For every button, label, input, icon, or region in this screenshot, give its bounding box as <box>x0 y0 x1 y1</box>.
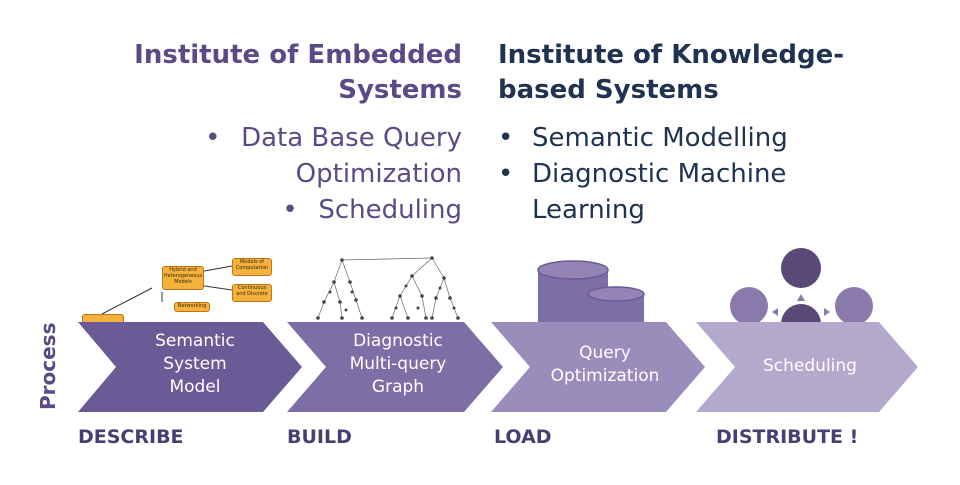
graph-nodes <box>316 256 460 320</box>
chevron-line: Model <box>169 377 221 397</box>
chevron-line: Multi-query <box>349 354 447 374</box>
bullet-dot: • <box>498 123 514 153</box>
bullet-dot: • <box>205 123 221 153</box>
arrow-left-icon <box>772 308 778 316</box>
bullet-text: Diagnostic Machine <box>532 159 787 189</box>
model-diagram-thumbnail: Hybrid and Heterogeneous Models Models o… <box>82 252 282 324</box>
arrow-up-icon <box>797 294 805 301</box>
chevron-line: Scheduling <box>763 356 857 376</box>
knowledge-systems-title-line2: based Systems <box>498 75 719 105</box>
bullet-text: Semantic Modelling <box>532 123 788 153</box>
chevron-text-semantic-model: Semantic System Model <box>120 330 270 399</box>
node-models-computation: Models of Computation <box>232 258 272 276</box>
embedded-systems-title-line1: Institute of Embedded <box>134 40 462 70</box>
node-hybrid-models: Hybrid and Heterogeneous Models <box>162 266 204 290</box>
node-networking: Networking <box>174 302 210 312</box>
bullet-continuation: Optimization <box>295 159 462 189</box>
knowledge-systems-title-line1: Institute of Knowledge- <box>498 40 845 70</box>
bullet-item-semantic-modelling: • Semantic Modelling <box>498 120 918 156</box>
stage-label-describe: DESCRIBE <box>78 426 184 448</box>
chevron-text-query-graph: Diagnostic Multi-query Graph <box>328 330 468 399</box>
bullet-text: Data Base Query <box>241 123 462 153</box>
chevron-line: Optimization <box>550 366 660 386</box>
embedded-systems-block: Institute of Embedded Systems • Data Base… <box>60 38 462 228</box>
node-continuous-discrete: Continuous and Discrete <box>232 284 272 302</box>
arrow-right-icon <box>824 308 830 316</box>
chevron-distribute <box>696 322 918 412</box>
bullet-item-query-optimization: • Data Base Query <box>60 120 462 156</box>
knowledge-systems-block: Institute of Knowledge- based Systems • S… <box>498 38 918 228</box>
query-graph-thumbnail <box>316 256 460 320</box>
chevron-build <box>287 322 503 412</box>
stage-label-distribute: DISTRIBUTE ! <box>716 426 859 448</box>
chevron-line: Diagnostic <box>353 331 443 351</box>
chevron-line: Query <box>579 343 631 363</box>
scheduling-circles-icon <box>730 248 873 322</box>
bullet-item-diagnostic-ml: • Diagnostic Machine <box>498 156 918 192</box>
database-cylinder-front <box>587 286 645 324</box>
bullet-dot: • <box>498 159 514 189</box>
stage-label-load: LOAD <box>494 426 552 448</box>
stage-label-build: BUILD <box>287 426 352 448</box>
chevron-load <box>491 322 705 412</box>
chevron-text-scheduling: Scheduling <box>735 355 885 378</box>
chevron-line: Semantic <box>155 331 235 351</box>
bullet-dot: • <box>282 195 298 225</box>
chevron-describe <box>78 322 302 412</box>
embedded-systems-title-line2: Systems <box>338 75 462 105</box>
bottom-circle <box>781 304 821 322</box>
chevron-text-query-optimization: Query Optimization <box>530 342 680 388</box>
database-cylinders-icon <box>537 260 645 324</box>
chevron-line: Graph <box>371 377 425 397</box>
top-circle <box>781 248 821 288</box>
right-circle <box>835 287 873 322</box>
bullet-item-scheduling: • Scheduling <box>60 192 462 228</box>
chevron-line: System <box>163 354 227 374</box>
left-circle <box>730 287 768 322</box>
bullet-continuation: Learning <box>532 195 645 225</box>
bullet-text: Scheduling <box>318 195 462 225</box>
